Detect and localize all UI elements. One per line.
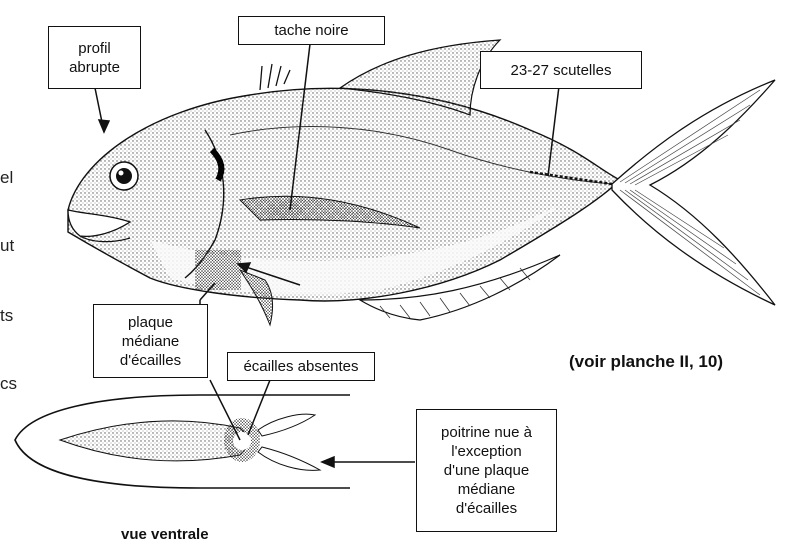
label-plaque-mediane: plaque médiane d'écailles [93,304,208,378]
caudal-fin [612,80,775,305]
label-poitrine-nue: poitrine nue à l'exception d'une plaque … [416,409,557,532]
ventral-view [15,395,350,488]
label-scutelles-text: 23-27 scutelles [511,61,612,80]
label-ecailles-absentes: écailles absentes [227,352,375,381]
margin-fragment-3: ts [0,306,13,326]
margin-fragment-2: ut [0,236,14,256]
label-tache-text: tache noire [274,21,348,40]
plate-reference: (voir planche II, 10) [569,352,723,372]
label-poitrine-text: poitrine nue à l'exception d'une plaque … [441,423,532,518]
dorsal-spines [260,64,290,90]
label-tache-noire: tache noire [238,16,385,45]
label-profil-abrupte: profil abrupte [48,26,141,89]
margin-fragment-4: cs [0,374,17,394]
median-scale-plate [195,250,241,290]
ventral-view-caption: vue ventrale [121,526,209,543]
label-plaque-text: plaque médiane d'écailles [120,313,181,370]
label-scutelles: 23-27 scutelles [480,51,642,89]
label-ecailles-text: écailles absentes [243,357,358,376]
margin-fragment-1: el [0,168,13,188]
label-profil-text: profil abrupte [69,39,120,77]
fish-body [68,88,620,325]
